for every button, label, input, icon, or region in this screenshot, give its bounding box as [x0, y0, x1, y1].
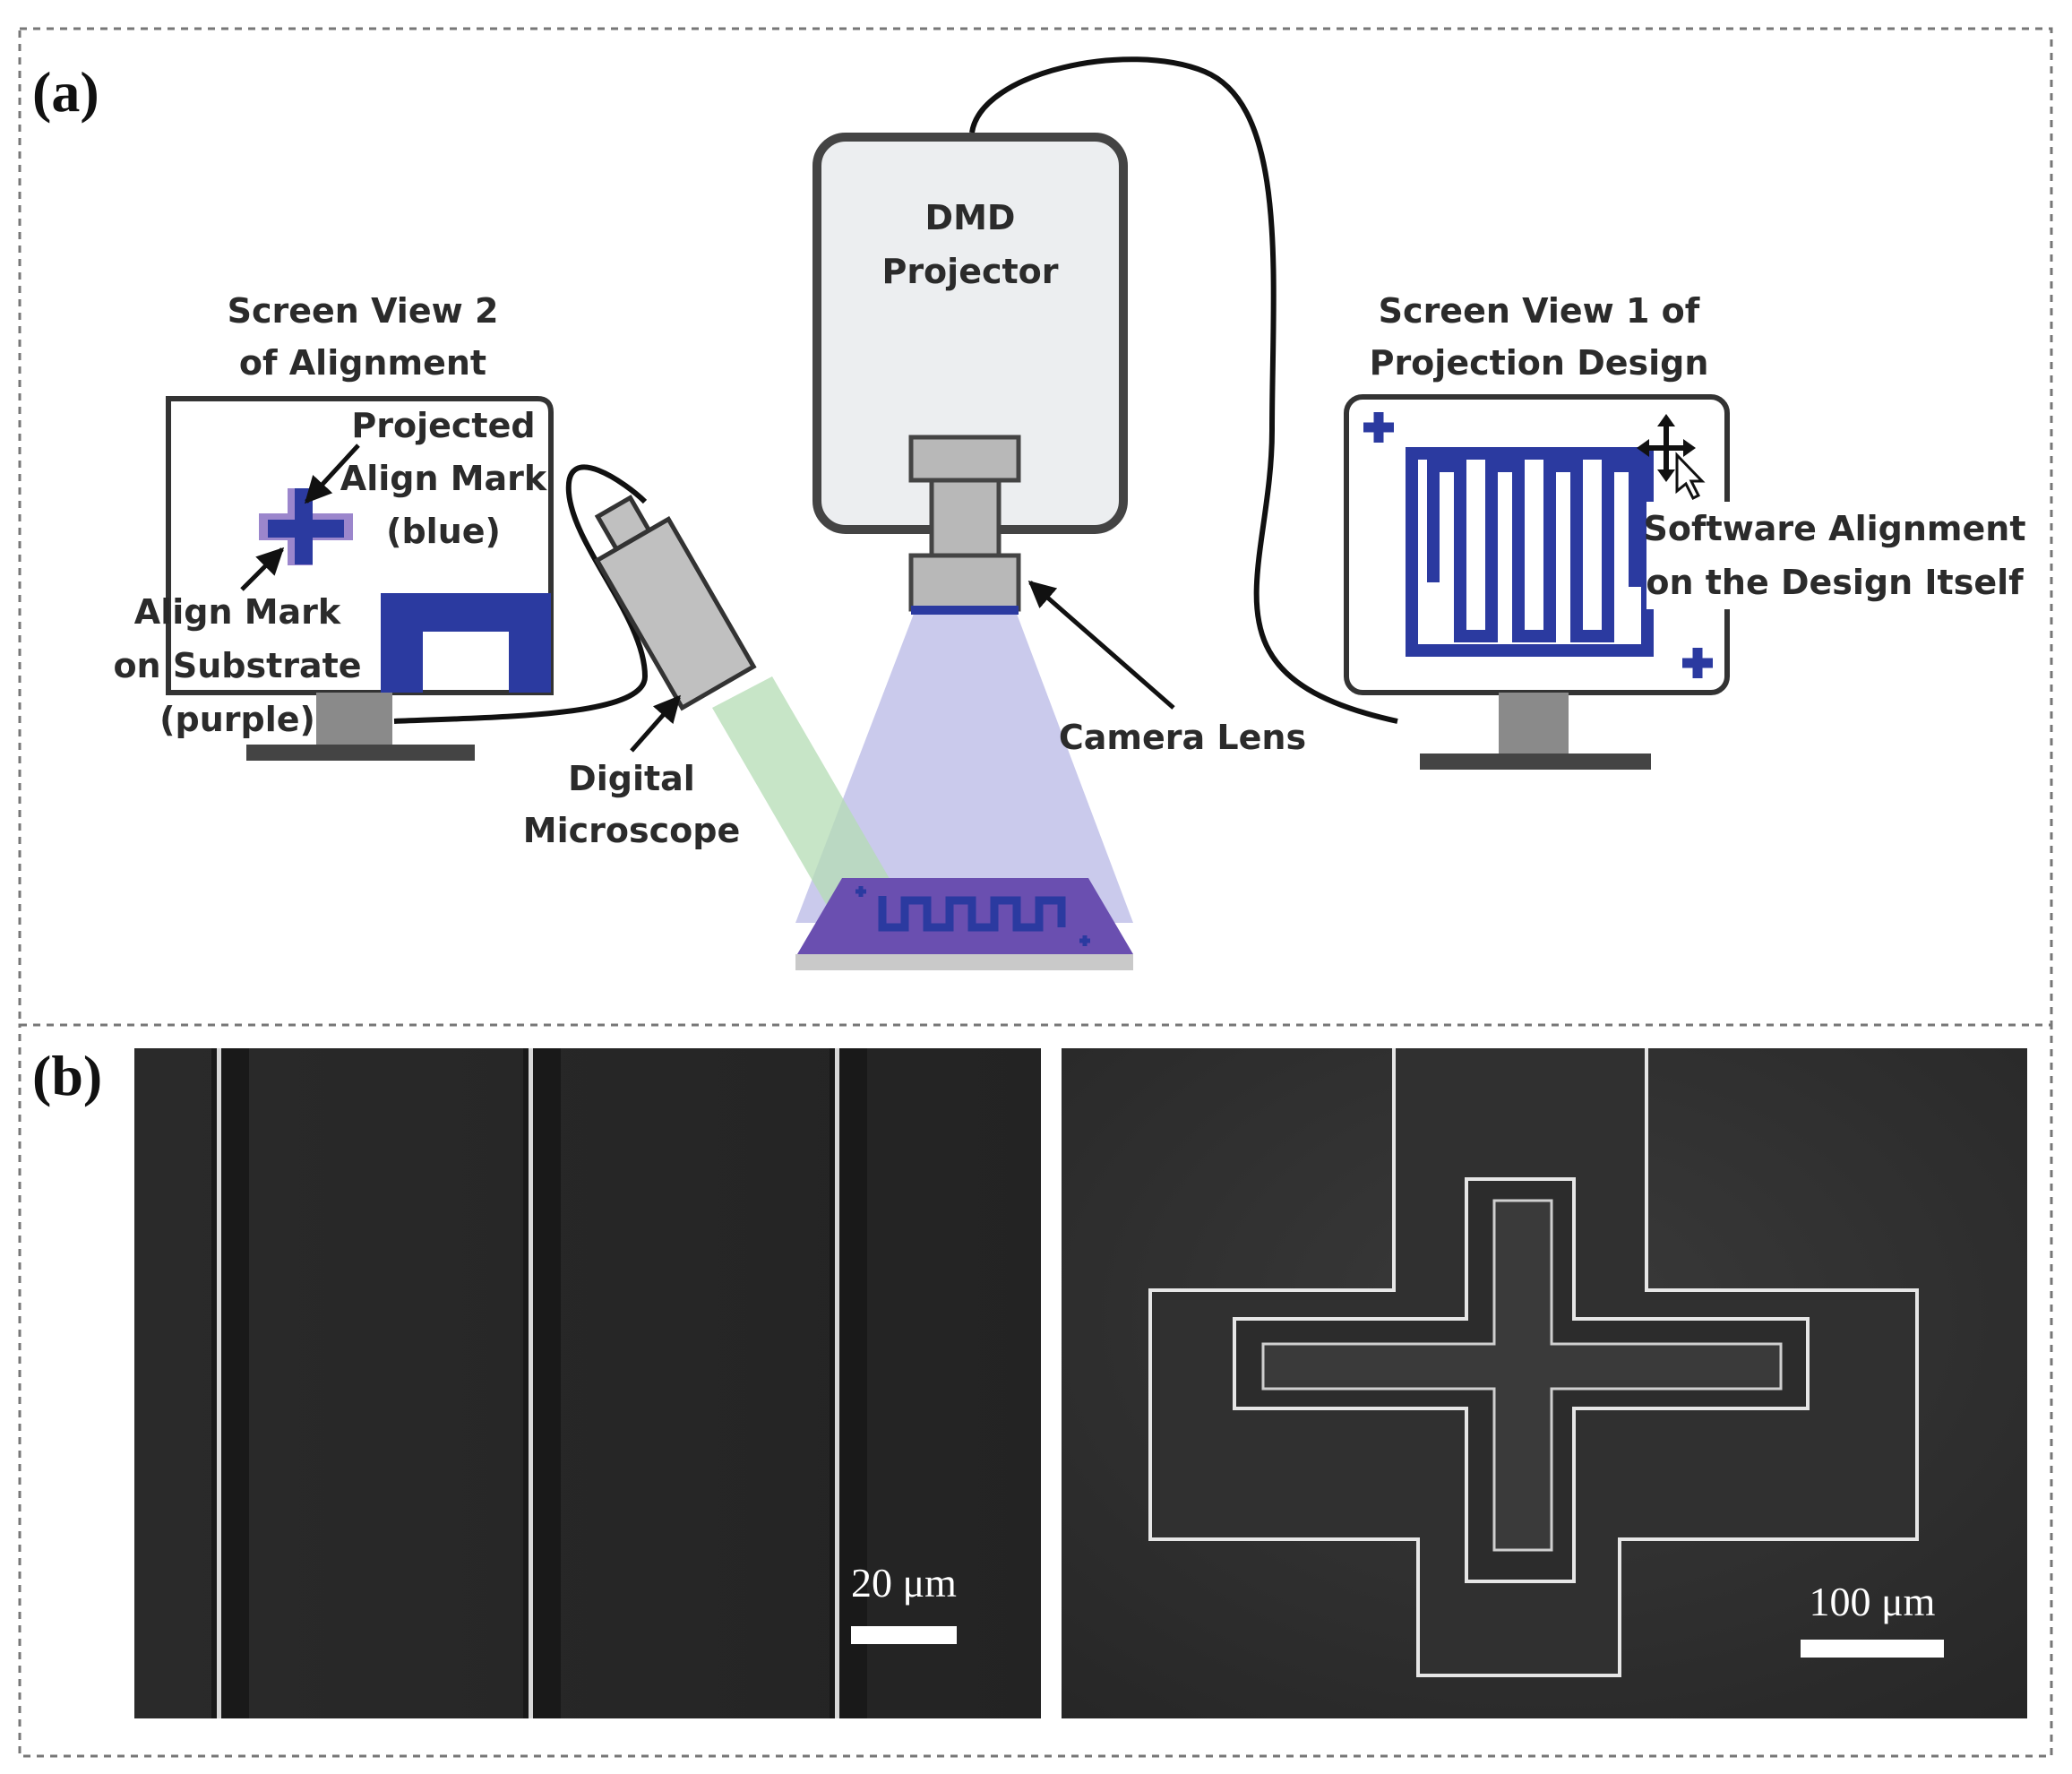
right-scale-label: 100 μm	[1810, 1579, 1936, 1624]
camera-lens-label: Camera Lens	[1059, 718, 1306, 757]
software-label-line2: on the Design Itself	[1646, 563, 2024, 602]
substrate-mark-label-line2: on Substrate	[113, 646, 361, 685]
substrate	[795, 878, 1133, 970]
projected-mark-arrow	[304, 444, 360, 504]
sem-image-lines	[134, 1048, 1041, 1718]
projector-label-line2: Projector	[881, 252, 1058, 291]
panel-a-label: (a)	[32, 60, 99, 124]
camera-lens	[908, 435, 1021, 615]
microscope-label-line2: Microscope	[523, 811, 740, 850]
screen-view-1-title-line2: Projection Design	[1370, 343, 1709, 383]
software-label-line1: Software Alignment	[1644, 509, 2026, 548]
projection-light-beam	[795, 614, 1133, 923]
left-scale-label: 20 μm	[851, 1560, 957, 1606]
sem-image-cross	[1062, 1048, 2027, 1718]
projector-label-line1: DMD	[925, 198, 1016, 237]
panel-a-frame	[18, 27, 2053, 1027]
panel-b-frame	[18, 1023, 2053, 1758]
microscope-arrow	[630, 694, 681, 753]
software-label-background	[1646, 502, 2023, 609]
substrate-mark-label-line1: Align Mark	[134, 592, 341, 632]
projector-cable	[969, 56, 1398, 724]
projected-mark-label-line3: (blue)	[386, 512, 501, 551]
microscope-light-beam	[712, 676, 905, 932]
screen-view-1-title-line1: Screen View 1 of	[1379, 291, 1700, 331]
screen-view-2-title-line2: of Alignment	[239, 343, 486, 383]
substrate-mark-label-line3: (purple)	[159, 700, 315, 739]
panel-b-label: (b)	[32, 1044, 102, 1107]
projected-mark-label-line2: Align Mark	[340, 459, 547, 498]
camera-lens-arrow	[1027, 581, 1175, 710]
microscope-label-line1: Digital	[568, 759, 695, 798]
substrate-mark-arrow	[240, 547, 285, 591]
projected-mark-label-line1: Projected	[351, 406, 535, 445]
monitor-screen-view-2	[166, 396, 554, 761]
digital-microscope	[594, 495, 757, 711]
screen-view-2-title-line1: Screen View 2	[228, 291, 499, 331]
monitor-screen-view-1	[1344, 394, 1730, 770]
